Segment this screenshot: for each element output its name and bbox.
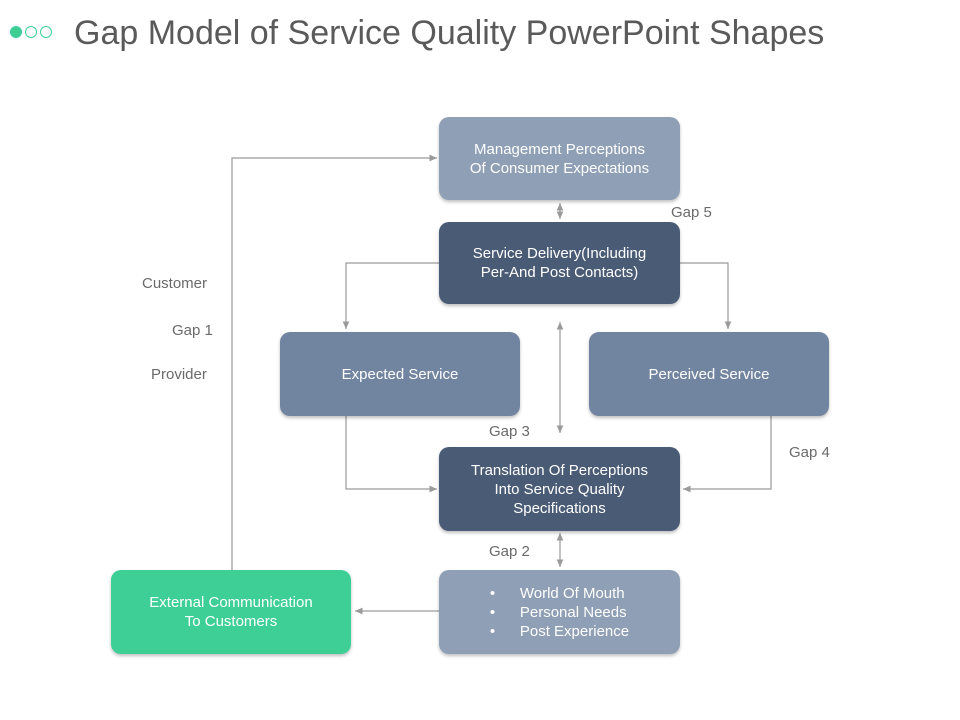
label-gap-3: Gap 3 [489,423,530,440]
dot-hollow [40,26,52,38]
box-service-delivery-text: Service Delivery(Including Per-And Post … [472,245,647,281]
connector-external-to-management [231,154,437,570]
list-item: Personal Needs [490,603,629,622]
label-gap-5: Gap 5 [671,204,712,221]
label-customer: Customer [142,275,208,292]
box-perceived-service: Perceived Service [589,332,829,416]
connector-expected-to-translation [345,416,437,493]
dot-filled [10,26,22,38]
list-item: Post Experience [490,622,629,641]
box-expected-service: Expected Service [280,332,520,416]
list-item: World Of Mouth [490,584,629,603]
slide-dots-decoration [10,26,52,38]
connector-delivery-to-perceived [680,262,732,329]
label-gap-4: Gap 4 [789,444,830,461]
page-title: Gap Model of Service Quality PowerPoint … [74,14,825,52]
box-translation-of-perceptions: Translation Of Perceptions Into Service … [439,447,680,531]
factors-list: World Of Mouth Personal Needs Post Exper… [490,584,629,641]
box-management-perceptions: Management Perceptions Of Consumer Expec… [439,117,680,200]
box-expected-service-text: Expected Service [341,365,459,383]
box-management-perceptions-text: Management Perceptions Of Consumer Expec… [469,140,650,177]
connector-delivery-to-expected [342,262,439,329]
box-customer-factors: World Of Mouth Personal Needs Post Exper… [439,570,680,654]
box-external-communication-text: External Communication To Customers [149,594,313,630]
box-service-delivery: Service Delivery(Including Per-And Post … [439,222,680,304]
box-perceived-service-text: Perceived Service [648,365,770,383]
label-gap-2: Gap 2 [489,543,530,560]
dot-hollow [25,26,37,38]
box-translation-text: Translation Of Perceptions Into Service … [470,461,649,517]
label-provider: Provider [151,366,207,383]
label-gap-1: Gap 1 [172,322,213,339]
box-external-communication: External Communication To Customers [111,570,351,654]
connector-perceived-to-translation [683,416,772,493]
